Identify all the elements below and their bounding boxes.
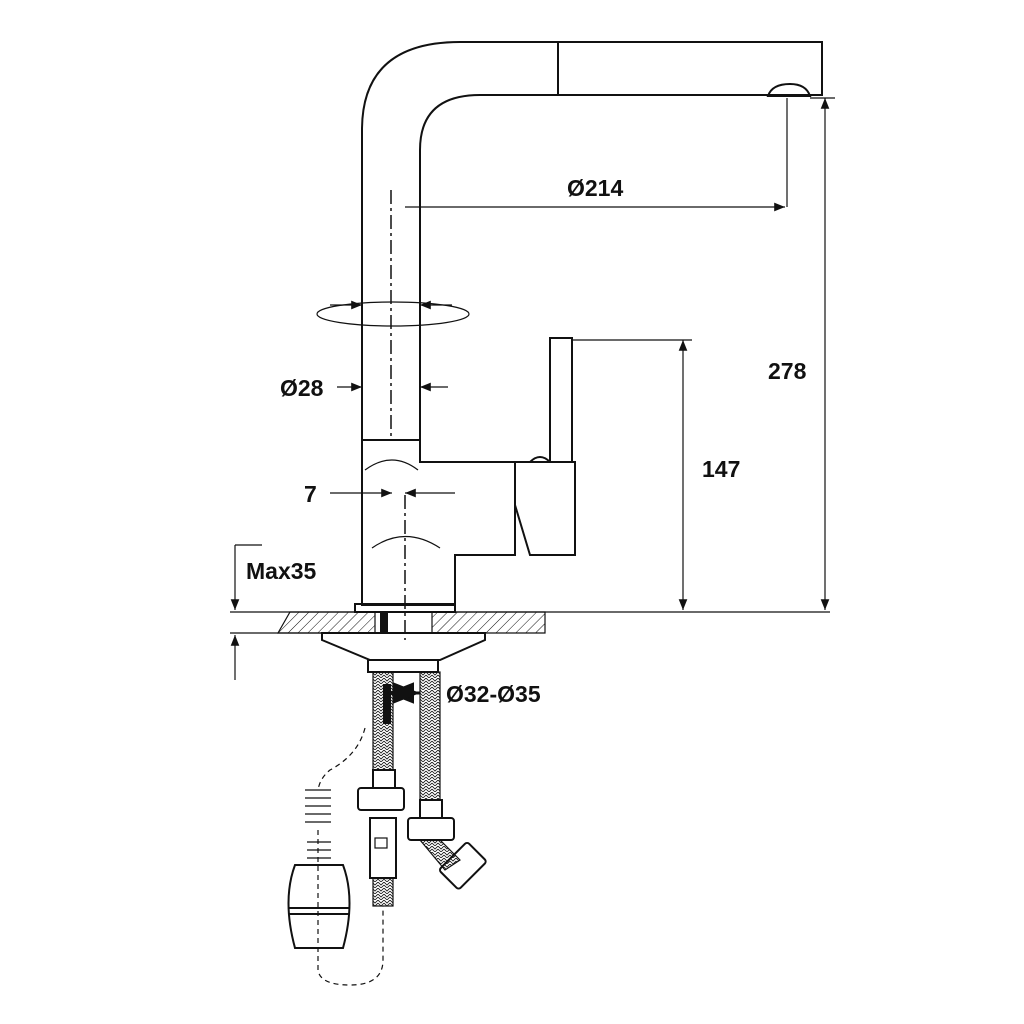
pullout-weight: [287, 727, 384, 986]
spout-diameter-label: Ø28: [280, 375, 324, 401]
aerator-icon: [766, 82, 812, 97]
countertop: [230, 603, 830, 673]
total-height-label: 278: [768, 358, 807, 384]
hole-diameter-label: Ø32-Ø35: [446, 681, 541, 707]
countertop-max-label: Max35: [246, 558, 317, 584]
offset-label: 7: [304, 481, 317, 507]
dimension-lines: [230, 97, 835, 704]
spout-reach-label: Ø214: [567, 175, 623, 201]
spout: [361, 41, 823, 440]
handle-height-label: 147: [702, 456, 740, 482]
faucet-body: [361, 337, 576, 640]
supply-hoses: [357, 671, 487, 907]
